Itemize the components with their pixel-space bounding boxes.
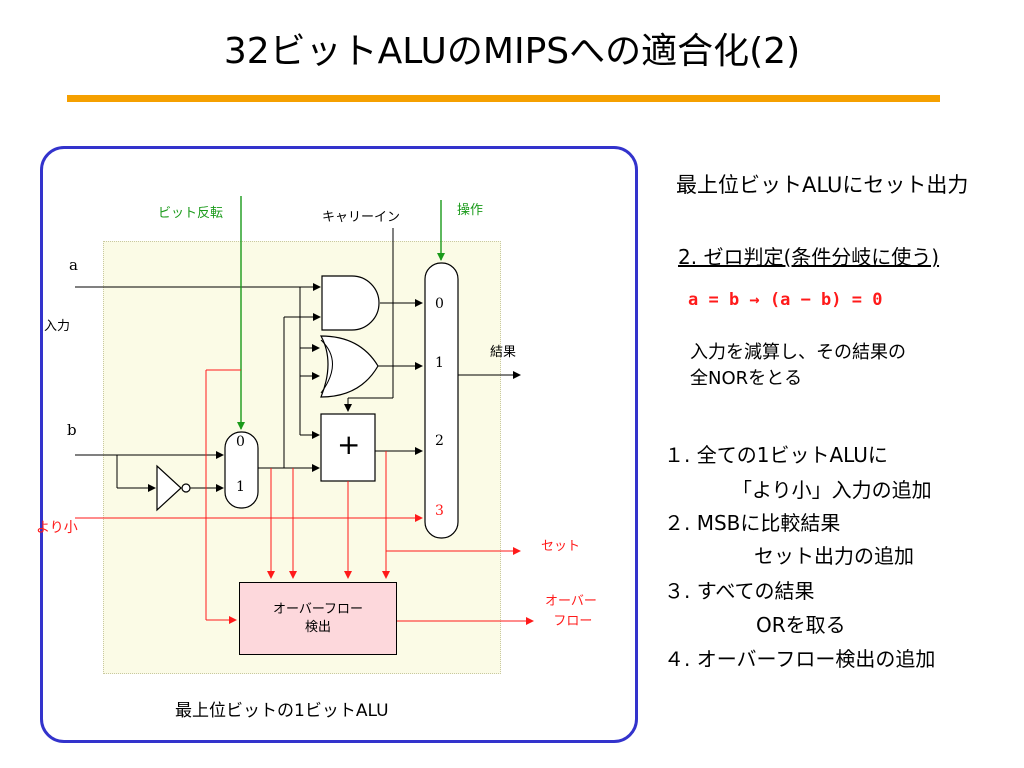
input-label: 入力 xyxy=(44,319,71,334)
carry-in-label: キャリーイン xyxy=(322,210,401,225)
right-mux-input-0: 0 xyxy=(435,296,444,312)
right-mux-input-2: 2 xyxy=(435,433,444,449)
list-item-1-cont: 「より小」入力の追加 xyxy=(732,478,932,502)
bit-invert-label: ビット反転 xyxy=(158,206,224,221)
less-label: より小 xyxy=(36,520,78,536)
b-invert-mux xyxy=(224,431,259,509)
operation-label: 操作 xyxy=(457,203,484,218)
overflow-box-line2: 検出 xyxy=(304,619,331,635)
right-heading: 最上位ビットALUにセット出力 xyxy=(676,173,969,197)
list-item-2-cont: セット出力の追加 xyxy=(754,544,914,568)
diagram-caption: 最上位ビットの1ビットALU xyxy=(175,701,389,721)
overflow-box-line1: オーバーフロー xyxy=(272,601,364,617)
list-item-4: ４. オーバーフロー検出の追加 xyxy=(664,647,936,671)
inverter xyxy=(156,464,182,512)
equation: a = b → (a − b) = 0 xyxy=(688,290,883,310)
and-gate xyxy=(321,275,380,331)
input-b-label: b xyxy=(67,421,77,439)
right-mux-input-3: 3 xyxy=(435,503,444,519)
overflow-detection-box: オーバーフロー 検出 xyxy=(239,582,397,655)
result-label: 結果 xyxy=(490,345,517,360)
overflow-output-label: オーバー フロー xyxy=(545,594,597,629)
right-sub-heading: 2. ゼロ判定(条件分岐に使う) xyxy=(678,245,940,269)
title-underline xyxy=(67,95,940,102)
list-item-1: １. 全ての1ビットALUに xyxy=(664,443,888,467)
list-item-3-cont: ORを取る xyxy=(756,613,846,637)
set-label: セット xyxy=(541,539,581,554)
page-title: 32ビットALUのMIPSへの適合化(2) xyxy=(223,31,801,72)
list-item-3: ３. すべての結果 xyxy=(664,579,815,603)
desc-line-1: 入力を減算し、その結果の xyxy=(690,342,906,363)
diagram-panel xyxy=(40,146,638,743)
left-mux-input-0: 0 xyxy=(236,434,245,450)
left-mux-input-1: 1 xyxy=(236,479,245,495)
or-gate xyxy=(319,335,379,398)
adder-symbol: + xyxy=(337,428,361,461)
desc-line-2: 全NORをとる xyxy=(690,368,803,389)
input-a-label: a xyxy=(69,256,78,274)
adder-box xyxy=(320,413,376,482)
right-mux-input-1: 1 xyxy=(435,355,444,371)
result-mux xyxy=(424,262,459,539)
list-item-2: ２. MSBに比較結果 xyxy=(664,511,841,535)
